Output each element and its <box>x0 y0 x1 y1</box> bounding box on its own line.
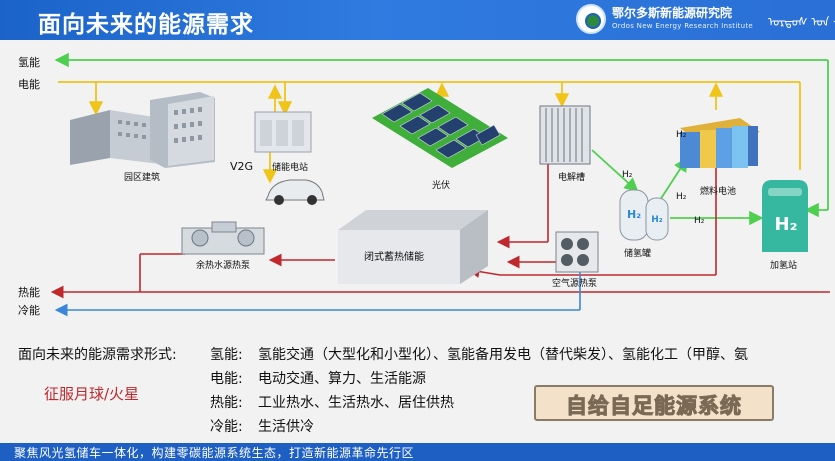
demand-cold-label: 冷能: <box>210 419 243 435</box>
svg-text:H₂: H₂ <box>775 214 798 235</box>
fuel-cell-image <box>680 118 760 168</box>
h2-station-image: H₂ <box>762 180 808 252</box>
heat-bus-line <box>50 150 830 299</box>
footer-band: 聚焦风光氢储车一体化，构建零碳能源系统生态，打造新能源革命先行区 <box>0 443 835 461</box>
demand-heat-text: 工业热水、生活热水、居住供热 <box>258 395 454 411</box>
h2-flow-label: H₂ <box>622 170 633 180</box>
h2-tank-image: H₂ H₂ <box>619 189 669 241</box>
heat-bus-label: 热能 <box>18 286 40 299</box>
v2g-label: V2G <box>230 160 254 173</box>
park-buildings-label: 园区建筑 <box>124 173 161 183</box>
demand-electric-label: 电能: <box>210 371 243 387</box>
demand-electric-text: 电动交通、算力、生活能源 <box>258 371 426 387</box>
h2-flow-label: H₂ <box>676 192 687 202</box>
hydrogen-bus-line <box>54 52 829 226</box>
pv-panels-image <box>372 88 508 168</box>
thermal-storage-block <box>338 210 488 284</box>
h2-flow-label: H₂ <box>676 130 687 140</box>
electrolyzer-label: 电解槽 <box>558 173 586 183</box>
demand-heat-label: 热能: <box>210 395 243 411</box>
org-logo-block: 鄂尔多斯新能源研究院 Ordos New Energy Research Ins… <box>576 3 835 37</box>
page-title: 面向未来的能源需求 <box>38 12 254 38</box>
h2-station-label: 加氢站 <box>770 261 798 271</box>
conquer-moon-mars-text: 征服月球/火星 <box>44 385 140 403</box>
storage-station-image <box>254 111 312 153</box>
h2-flow-label: H₂ <box>694 216 705 226</box>
air-source-heat-pump-image <box>555 231 599 273</box>
pv-label: 光伏 <box>432 181 451 191</box>
thermal-storage-label: 闭式蓄热储能 <box>364 252 424 263</box>
footer-slogan: 聚焦风光氢储车一体化，构建零碳能源系统生态，打造新能源革命先行区 <box>14 446 415 460</box>
h2-tank-label: 储氢罐 <box>624 249 652 259</box>
demand-heading: 面向未来的能源需求形式: <box>18 347 177 363</box>
demand-cold-text: 生活供冷 <box>258 419 314 435</box>
storage-station-label: 储能电站 <box>272 163 309 173</box>
electric-bus-label: 电能 <box>18 78 40 91</box>
demand-hydrogen-label: 氢能: <box>210 347 243 363</box>
org-name-mongolian: ᠣᠷᠳᠣᠰ ᠤᠨ ᠰᠢᠨ᠎ᠡ <box>768 15 835 29</box>
org-name-en: Ordos New Energy Research Institute <box>612 22 753 30</box>
waste-heat-pump-image <box>181 221 265 255</box>
fuel-cell-label: 燃料电池 <box>700 187 737 197</box>
waste-heat-pump-label: 余热水源热泵 <box>196 261 251 271</box>
demand-hydrogen-text: 氢能交通（大型化和小型化）、氢能备用发电（替代柴发）、氢能化工（甲醇、氨 <box>258 347 748 363</box>
hydrogen-bus-label: 氢能 <box>18 56 40 69</box>
svg-text:H₂: H₂ <box>651 215 663 225</box>
org-logo-icon <box>576 4 606 34</box>
electrolyzer-image <box>539 105 591 165</box>
header-bar: 面向未来的能源需求 鄂尔多斯新能源研究院 Ordos New Energy Re… <box>0 0 835 40</box>
air-source-heat-pump-label: 空气源热泵 <box>552 279 598 289</box>
energy-system-diagram: H₂ H₂ H₂ <box>50 52 830 317</box>
self-sufficient-text: 自给自足能源系统 <box>566 394 742 419</box>
cold-bus-label: 冷能 <box>18 304 40 317</box>
org-name-cn: 鄂尔多斯新能源研究院 <box>612 6 733 20</box>
svg-text:H₂: H₂ <box>627 208 641 221</box>
ev-car-image <box>265 179 325 205</box>
park-buildings-image <box>70 92 215 168</box>
self-sufficient-callout: 自给自足能源系统 <box>534 385 774 421</box>
cold-bus-line <box>54 272 581 317</box>
